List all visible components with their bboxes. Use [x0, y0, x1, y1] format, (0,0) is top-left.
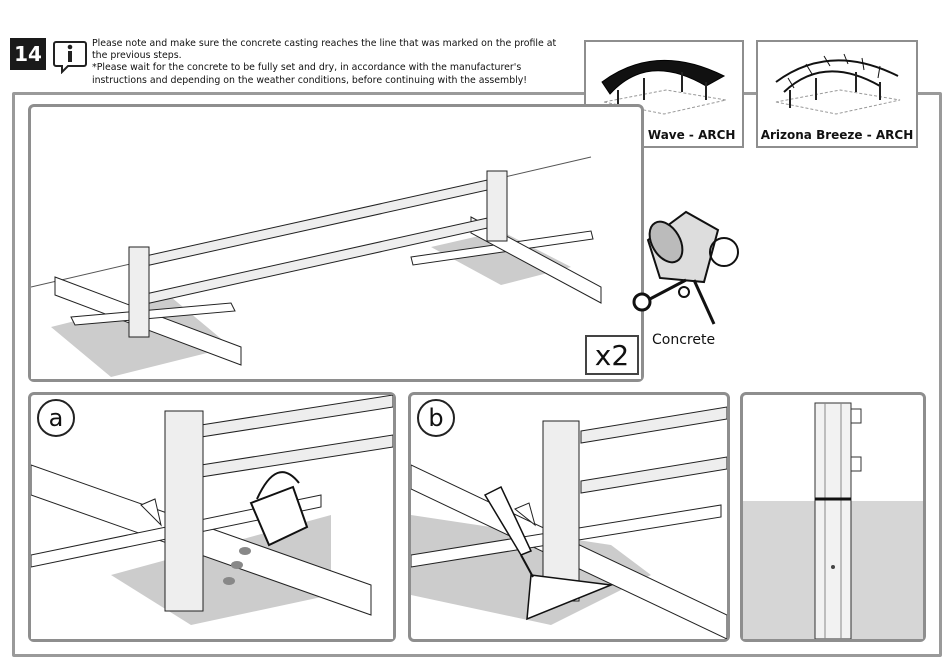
frame-assembly-illustration	[31, 156, 641, 379]
instruction-line-1: Please note and make sure the concrete c…	[92, 38, 557, 62]
mixer-label: Concrete	[652, 332, 716, 348]
carport-breeze-icon	[775, 53, 901, 115]
info-icon	[52, 38, 88, 74]
instruction-text: Please note and make sure the concrete c…	[92, 38, 572, 87]
bucket-icon	[249, 471, 309, 547]
detail-a-illustration	[31, 395, 393, 639]
detail-label-a: a	[37, 399, 75, 437]
detail-panel-b: b	[408, 392, 730, 642]
step-frame	[12, 92, 942, 657]
cement-mixer-icon	[632, 210, 739, 325]
post-concrete-level-illustration	[743, 402, 923, 639]
trowel-icon	[483, 485, 614, 621]
detail-panel-post-level	[740, 392, 926, 642]
quantity-badge: x2	[585, 335, 639, 375]
detail-b-illustration	[411, 406, 727, 639]
model-card-breeze: Arizona Breeze - ARCH	[756, 40, 918, 148]
model-name-breeze: Arizona Breeze - ARCH	[760, 128, 914, 142]
detail-panel-a: a	[28, 392, 396, 642]
main-assembly-panel: x2	[28, 104, 644, 382]
detail-label-b: b	[417, 399, 455, 437]
instruction-line-2: *Please wait for the concrete to be full…	[92, 62, 528, 86]
step-number: 14	[10, 38, 46, 70]
